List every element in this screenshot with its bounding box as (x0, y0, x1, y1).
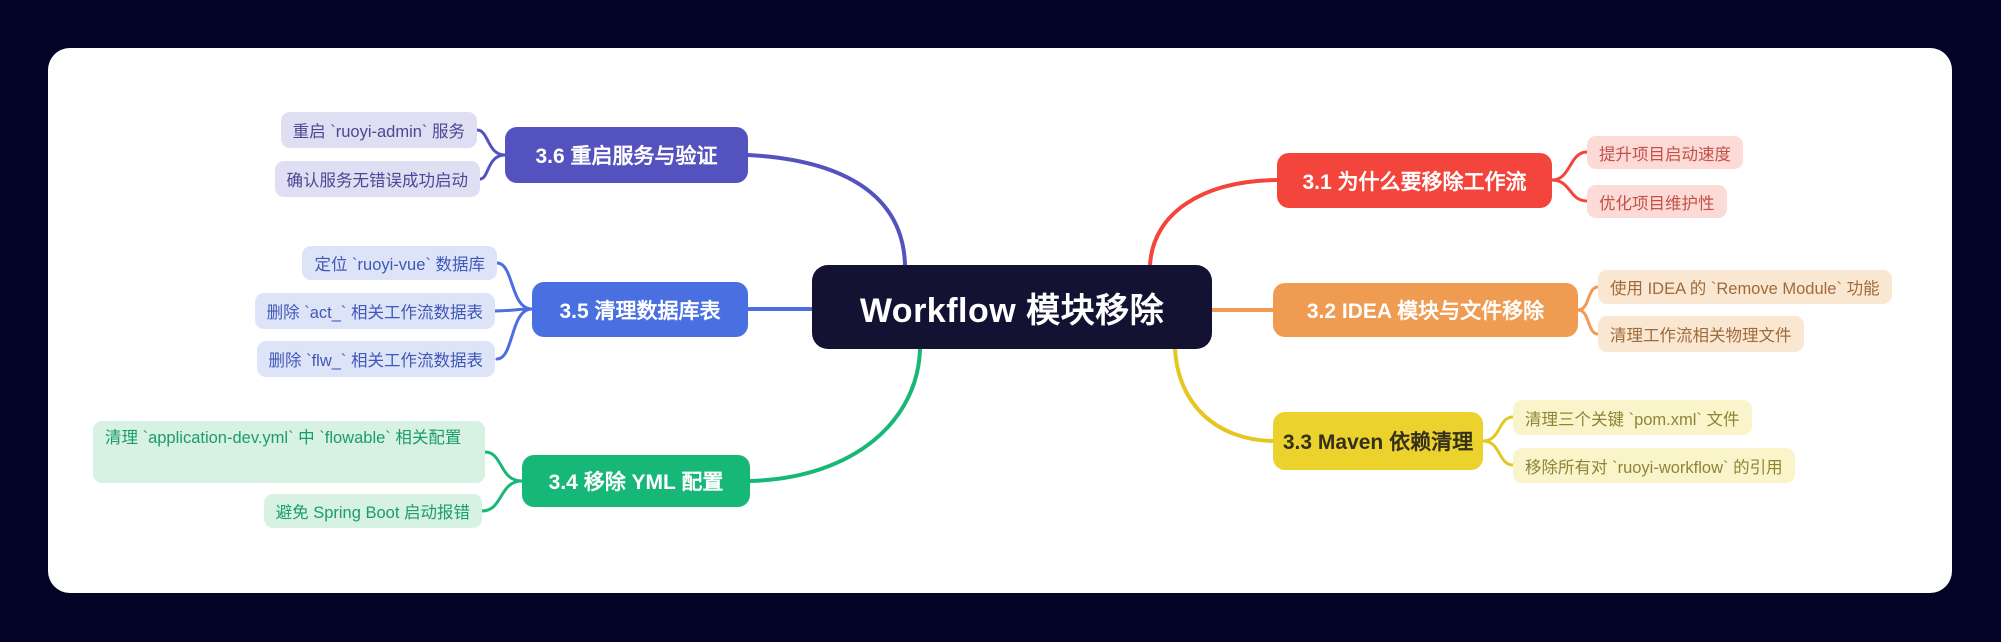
connector-child-3-4-2 (480, 479, 524, 513)
connector-child-3-2-2 (1576, 308, 1600, 336)
connector-branch-3-4 (748, 347, 922, 483)
branch-child-3-1-1[interactable]: 提升项目启动速度 (1587, 136, 1743, 169)
branch-node-3-3[interactable]: 3.3 Maven 依赖清理 (1273, 412, 1483, 470)
connector-child-3-1-2 (1550, 178, 1589, 203)
branch-child-3-3-1[interactable]: 清理三个关键 `pom.xml` 文件 (1513, 400, 1752, 435)
connector-child-3-5-3 (495, 307, 534, 361)
branch-child-3-4-1[interactable]: 清理 `application-dev.yml` 中 `flowable` 相关… (93, 421, 485, 483)
branch-node-3-5[interactable]: 3.5 清理数据库表 (532, 282, 748, 337)
branch-node-3-6[interactable]: 3.6 重启服务与验证 (505, 127, 748, 183)
connector-child-3-6-2 (478, 153, 507, 181)
branch-child-3-2-1[interactable]: 使用 IDEA 的 `Remove Module` 功能 (1598, 270, 1892, 304)
branch-child-3-1-2[interactable]: 优化项目维护性 (1587, 185, 1727, 218)
branch-node-3-1[interactable]: 3.1 为什么要移除工作流 (1277, 153, 1552, 208)
branch-child-3-6-2[interactable]: 确认服务无错误成功启动 (274, 161, 480, 197)
connector-child-3-2-1 (1576, 285, 1600, 312)
branch-child-3-5-2[interactable]: 删除 `act_` 相关工作流数据表 (254, 293, 495, 329)
branch-child-3-5-3[interactable]: 删除 `flw_` 相关工作流数据表 (256, 341, 495, 377)
connector-child-3-3-2 (1481, 439, 1515, 467)
branch-child-3-6-1[interactable]: 重启 `ruoyi-admin` 服务 (280, 112, 477, 148)
branch-child-3-5-1[interactable]: 定位 `ruoyi-vue` 数据库 (302, 246, 497, 280)
branch-child-3-4-2[interactable]: 避免 Spring Boot 启动报错 (263, 494, 482, 528)
connector-child-3-5-1 (495, 261, 534, 311)
connector-child-3-1-1 (1550, 150, 1589, 182)
connector-child-3-6-1 (475, 128, 507, 157)
connector-child-3-3-1 (1481, 415, 1515, 443)
branch-child-3-2-2[interactable]: 清理工作流相关物理文件 (1598, 316, 1804, 352)
connector-child-3-4-1 (483, 450, 524, 483)
connector-branch-3-6 (746, 153, 907, 267)
root-node[interactable]: Workflow 模块移除 (812, 265, 1212, 349)
branch-child-3-3-2[interactable]: 移除所有对 `ruoyi-workflow` 的引用 (1513, 448, 1795, 483)
connector-branch-3-3 (1173, 347, 1275, 443)
connector-branch-3-1 (1148, 178, 1279, 267)
branch-node-3-2[interactable]: 3.2 IDEA 模块与文件移除 (1273, 283, 1578, 337)
branch-node-3-4[interactable]: 3.4 移除 YML 配置 (522, 455, 750, 507)
